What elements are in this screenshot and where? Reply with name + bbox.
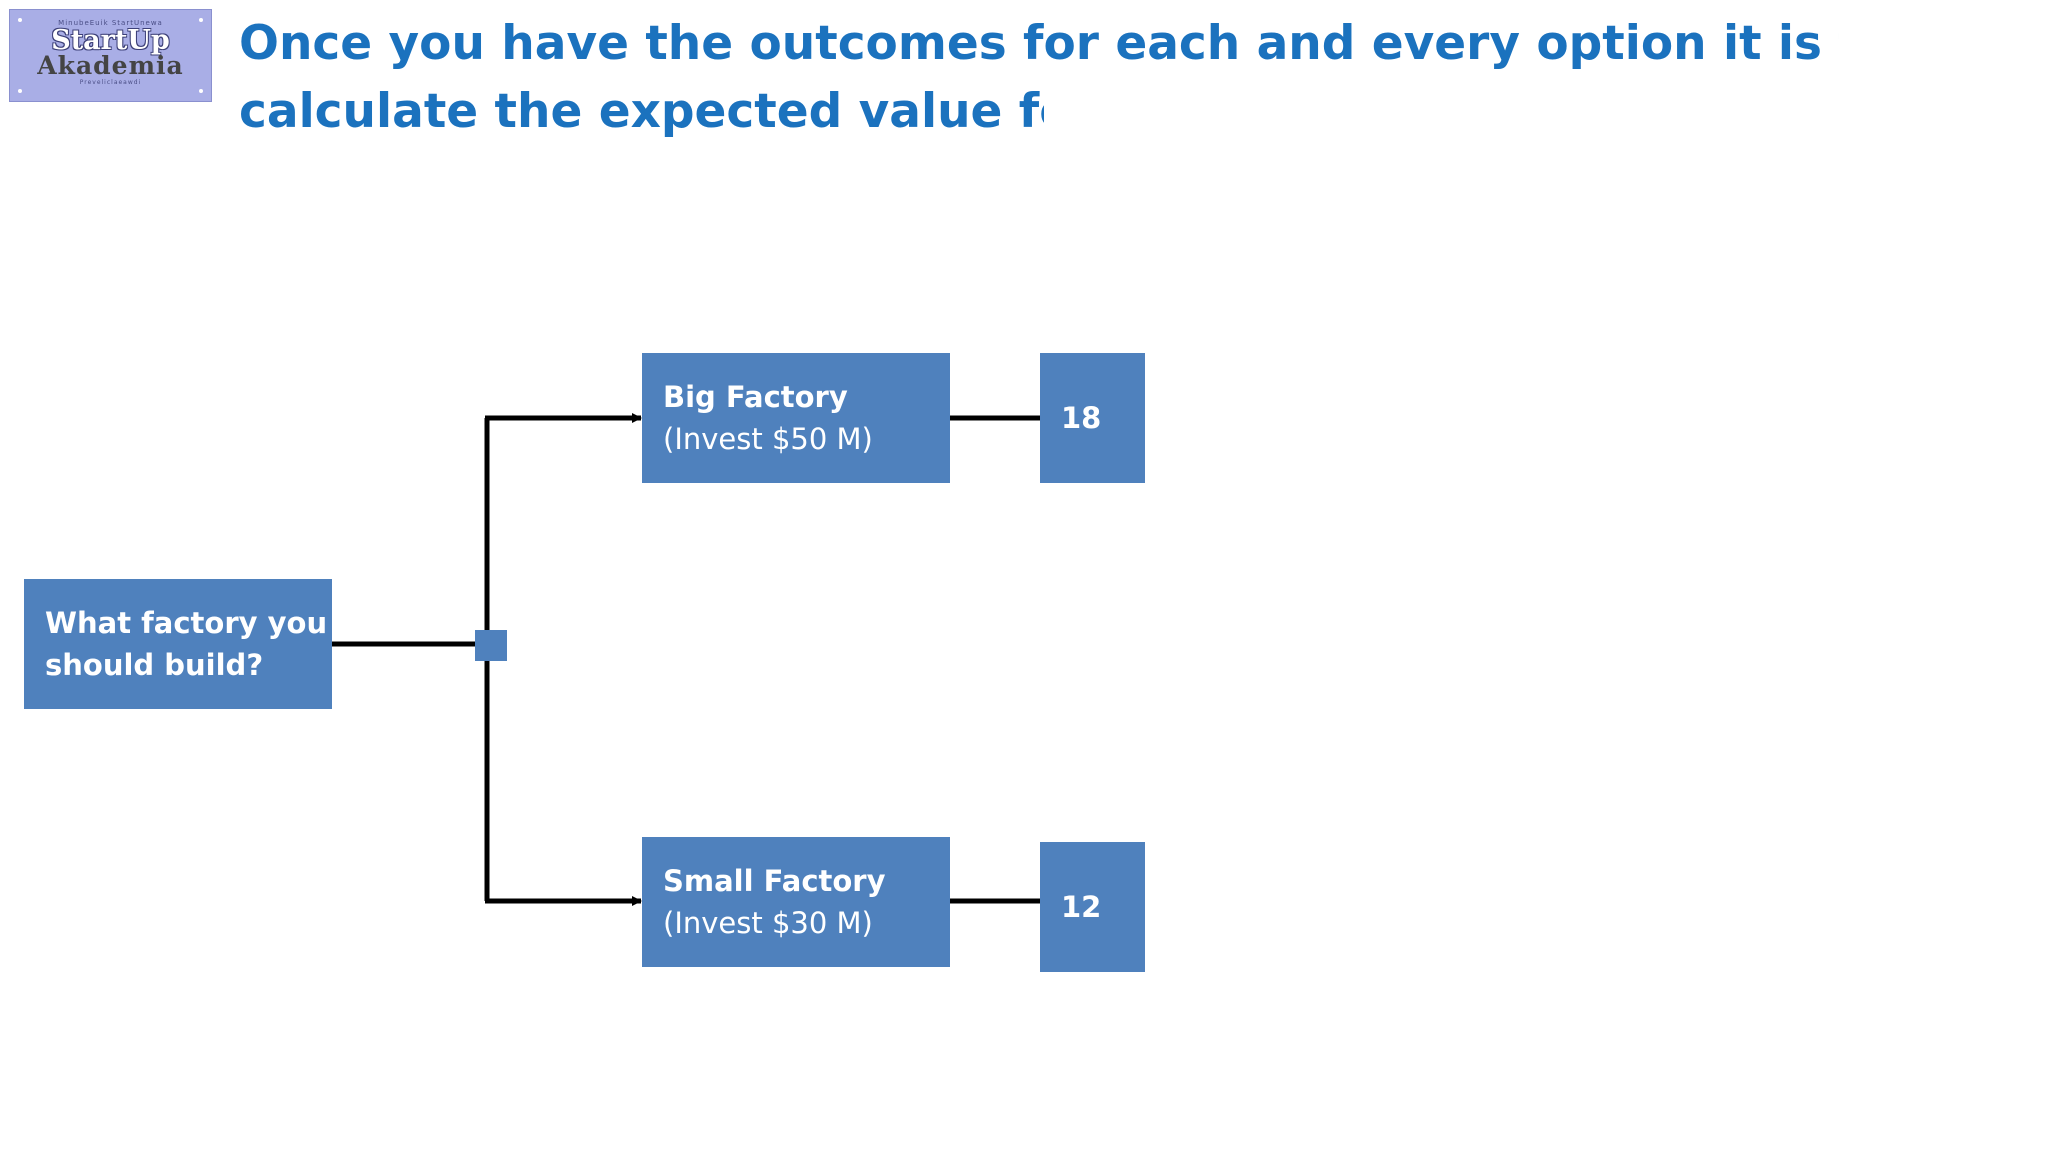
slide-title: Once you have the outcomes for each and … bbox=[239, 10, 1839, 146]
startup-akademia-logo: MinubeEuik StartUnewa StartUp Akademia P… bbox=[9, 9, 212, 102]
logo-bottom-text: Preveliclaeawdi bbox=[79, 79, 142, 86]
small-factory-detail: (Invest $30 M) bbox=[663, 906, 873, 940]
logo-akademia-text: Akademia bbox=[37, 51, 184, 80]
logo-corner-dot bbox=[18, 89, 22, 93]
logo-corner-dot bbox=[18, 18, 22, 22]
big-factory-detail: (Invest $50 M) bbox=[663, 422, 873, 456]
logo-startup-text: StartUp bbox=[51, 25, 170, 56]
small-factory-outcome: 12 bbox=[1040, 842, 1145, 972]
root-question-line-2: should build? bbox=[45, 648, 264, 682]
big-factory-outcome: 18 bbox=[1040, 353, 1145, 483]
root-question-line-1: What factory you bbox=[45, 606, 328, 640]
big-factory-box: Big Factory (Invest $50 M) bbox=[642, 353, 950, 483]
big-factory-outcome-value: 18 bbox=[1061, 401, 1102, 435]
small-factory-outcome-value: 12 bbox=[1061, 890, 1102, 924]
decision-node-square bbox=[475, 630, 507, 661]
title-line-2: calculate the expected value for both bbox=[239, 84, 1044, 139]
title-line-1: Once you have the outcomes for each and … bbox=[239, 16, 1839, 71]
small-factory-name: Small Factory bbox=[663, 864, 886, 898]
small-factory-box: Small Factory (Invest $30 M) bbox=[642, 837, 950, 967]
big-factory-name: Big Factory bbox=[663, 380, 848, 414]
logo-corner-dot bbox=[199, 18, 203, 22]
logo-corner-dot bbox=[199, 89, 203, 93]
logo-top-text: MinubeEuik StartUnewa bbox=[58, 19, 163, 27]
root-question-box: What factory you should build? bbox=[24, 579, 332, 709]
